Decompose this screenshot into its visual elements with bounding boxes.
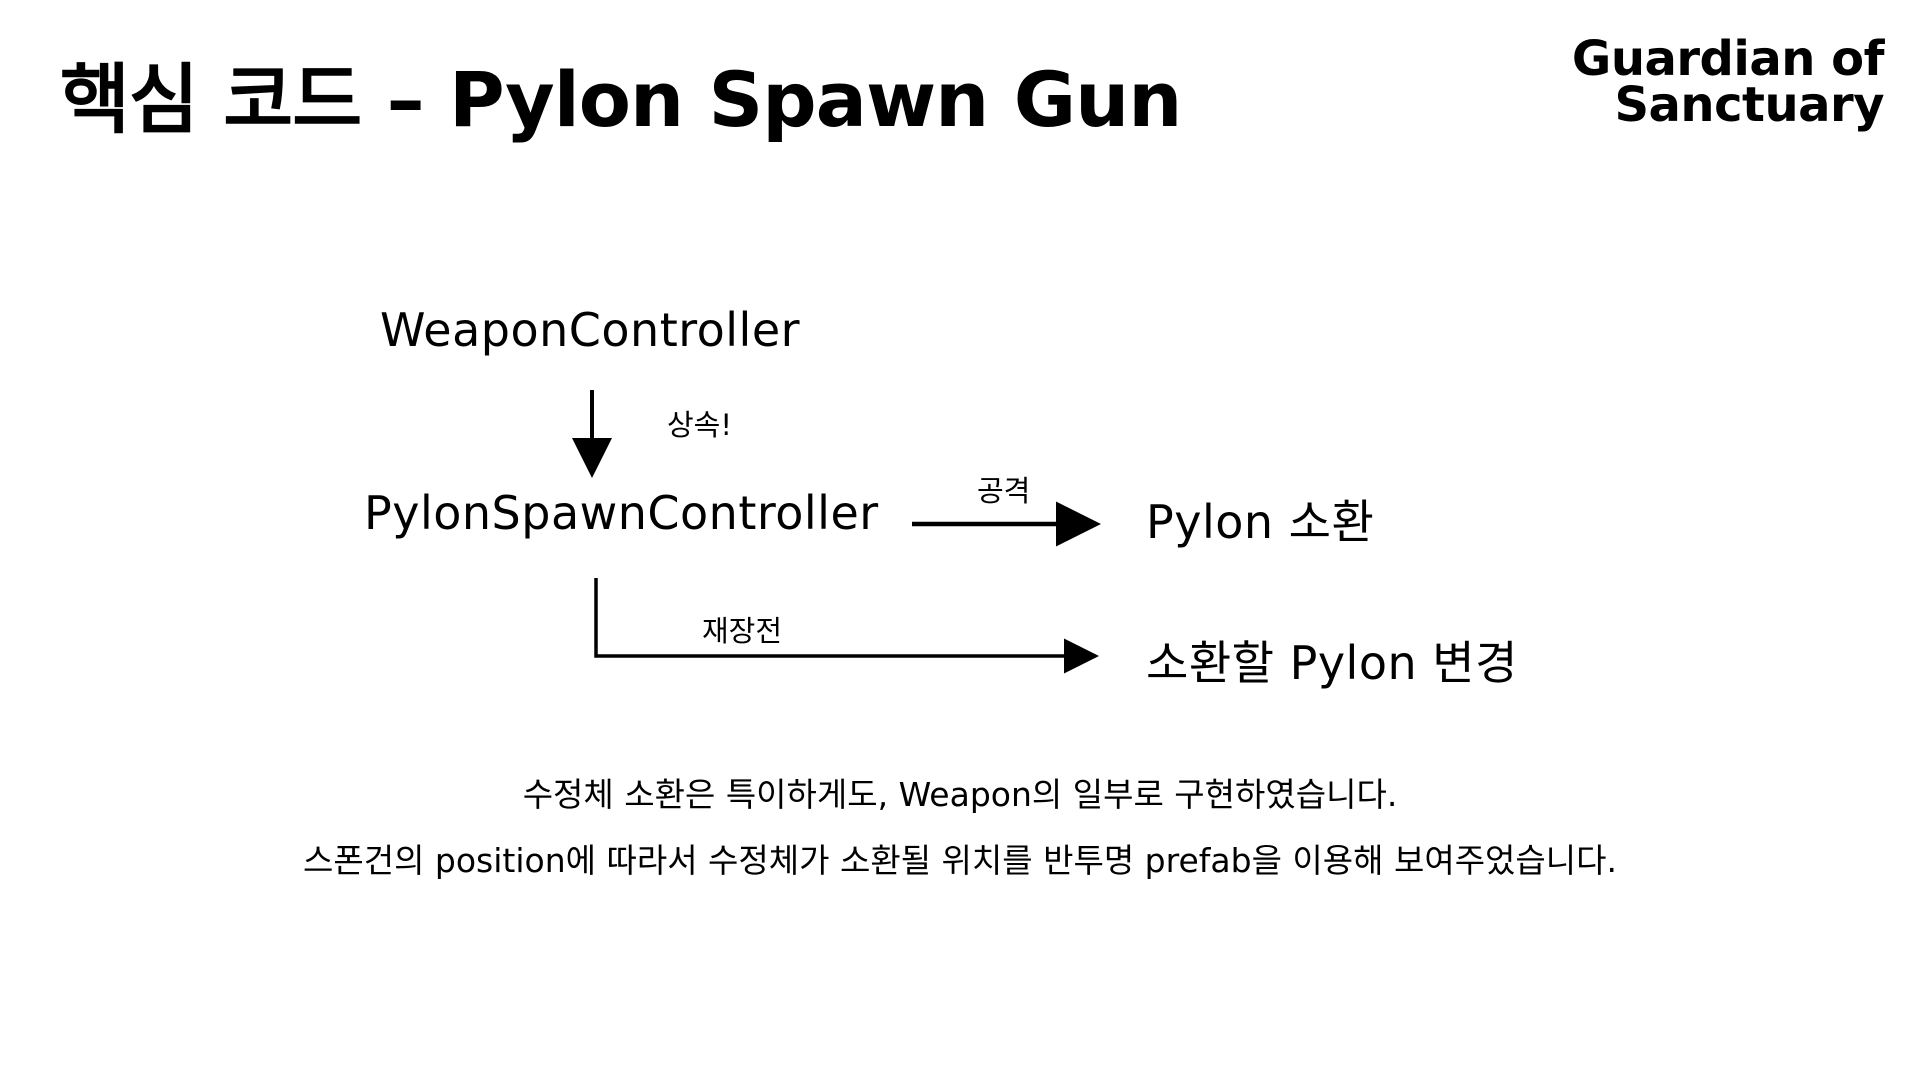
reload-arrow [594,578,1099,674]
node-pylon-spawn-controller: PylonSpawnController [364,486,879,540]
page-title: 핵심 코드 – Pylon Spawn Gun [60,55,1182,144]
description-line-1: 수정체 소환은 특이하게도, Weapon의 일부로 구현하였습니다. [522,775,1398,814]
edge-label-reload: 재장전 [702,614,783,648]
description-line-2: 스폰건의 position에 따라서 수정체가 소환될 위치를 반투명 pref… [302,841,1617,880]
brand-line-2: Sanctuary [1614,77,1884,133]
node-pylon-summon: Pylon 소환 [1146,495,1375,549]
brand-logo: Guardian of Sanctuary [1571,31,1885,133]
node-change-pylon: 소환할 Pylon 변경 [1146,636,1518,690]
node-weapon-controller: WeaponController [380,303,801,357]
edge-label-attack: 공격 [977,474,1031,508]
brand-line-1: Guardian of [1571,31,1885,87]
edge-label-inherit: 상속! [667,408,732,442]
